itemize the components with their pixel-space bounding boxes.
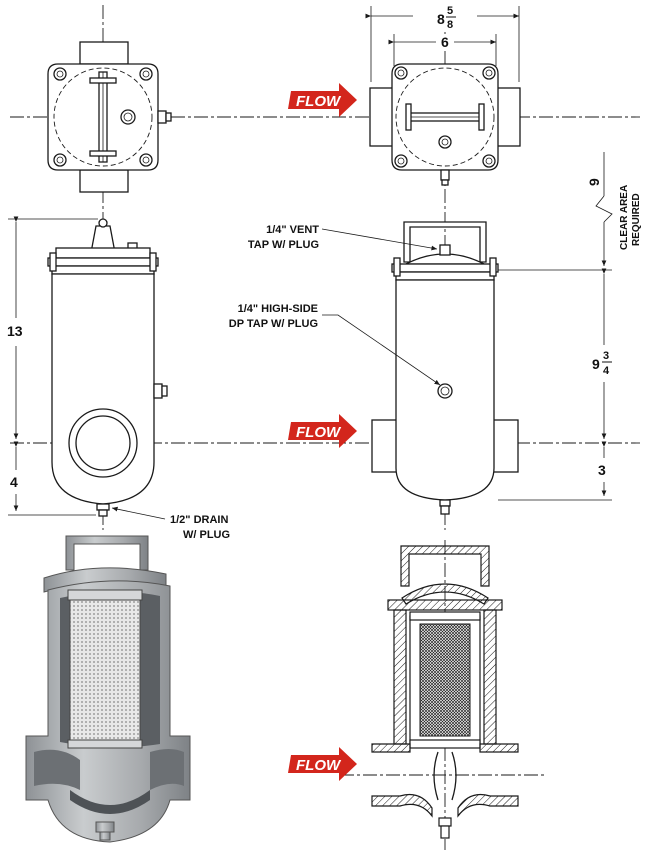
dim-overall-width-num: 5	[447, 5, 453, 17]
right-elevation-view	[371, 221, 519, 515]
drain-callout-line1: 1/2" DRAIN	[170, 514, 228, 526]
dim-overall-height: 13	[7, 323, 23, 339]
clear-area-line2: REQUIRED	[631, 193, 642, 246]
flow-label: FLOW	[296, 93, 342, 110]
top-right-plan-view	[369, 63, 521, 186]
dimension-texts: 8 5 8 6 13 4 3 9 3 4 9 CLEAR AREA REQUIR…	[6, 2, 642, 492]
section-view	[371, 545, 519, 839]
dimension-lines-left	[8, 216, 98, 516]
dim-body-height-whole: 9	[592, 356, 600, 372]
flow-arrow-shape	[288, 83, 357, 117]
dp-tap-callout-line2: DP TAP W/ PLUG	[229, 318, 318, 330]
dimension-lines-right	[365, 6, 613, 501]
flow-arrow-2: FLOW	[288, 414, 357, 448]
flow-arrow-3: FLOW	[288, 747, 357, 781]
dim-body-height-den: 4	[603, 365, 610, 377]
drain-callout-line2: W/ PLUG	[183, 529, 230, 541]
dim-clearance: 9	[586, 178, 602, 186]
dim-inner-width: 6	[441, 34, 449, 50]
dp-tap-callout-line1: 1/4" HIGH-SIDE	[238, 303, 318, 315]
flow-label: FLOW	[296, 424, 342, 441]
top-left-plan-view	[47, 41, 172, 193]
flow-arrow-shape	[288, 747, 357, 781]
callout-leaders	[111, 228, 441, 520]
flow-arrow-1: FLOW	[288, 83, 357, 117]
left-elevation-view	[47, 218, 168, 517]
dim-overall-width-whole: 8	[437, 11, 445, 27]
callout-texts: 1/4" VENT TAP W/ PLUG 1/4" HIGH-SIDE DP …	[170, 224, 319, 541]
dim-overall-width-den: 8	[447, 19, 453, 31]
flow-label: FLOW	[296, 757, 342, 774]
dim-inlet-height-right: 3	[598, 462, 606, 478]
clear-area-line1: CLEAR AREA	[619, 185, 630, 250]
dim-inlet-height-left: 4	[10, 474, 18, 490]
flow-arrow-shape	[288, 414, 357, 448]
cutaway-render	[25, 535, 191, 843]
vent-callout-line1: 1/4" VENT	[266, 224, 319, 236]
vent-callout-line2: TAP W/ PLUG	[248, 239, 319, 251]
dim-body-height-num: 3	[603, 350, 609, 362]
